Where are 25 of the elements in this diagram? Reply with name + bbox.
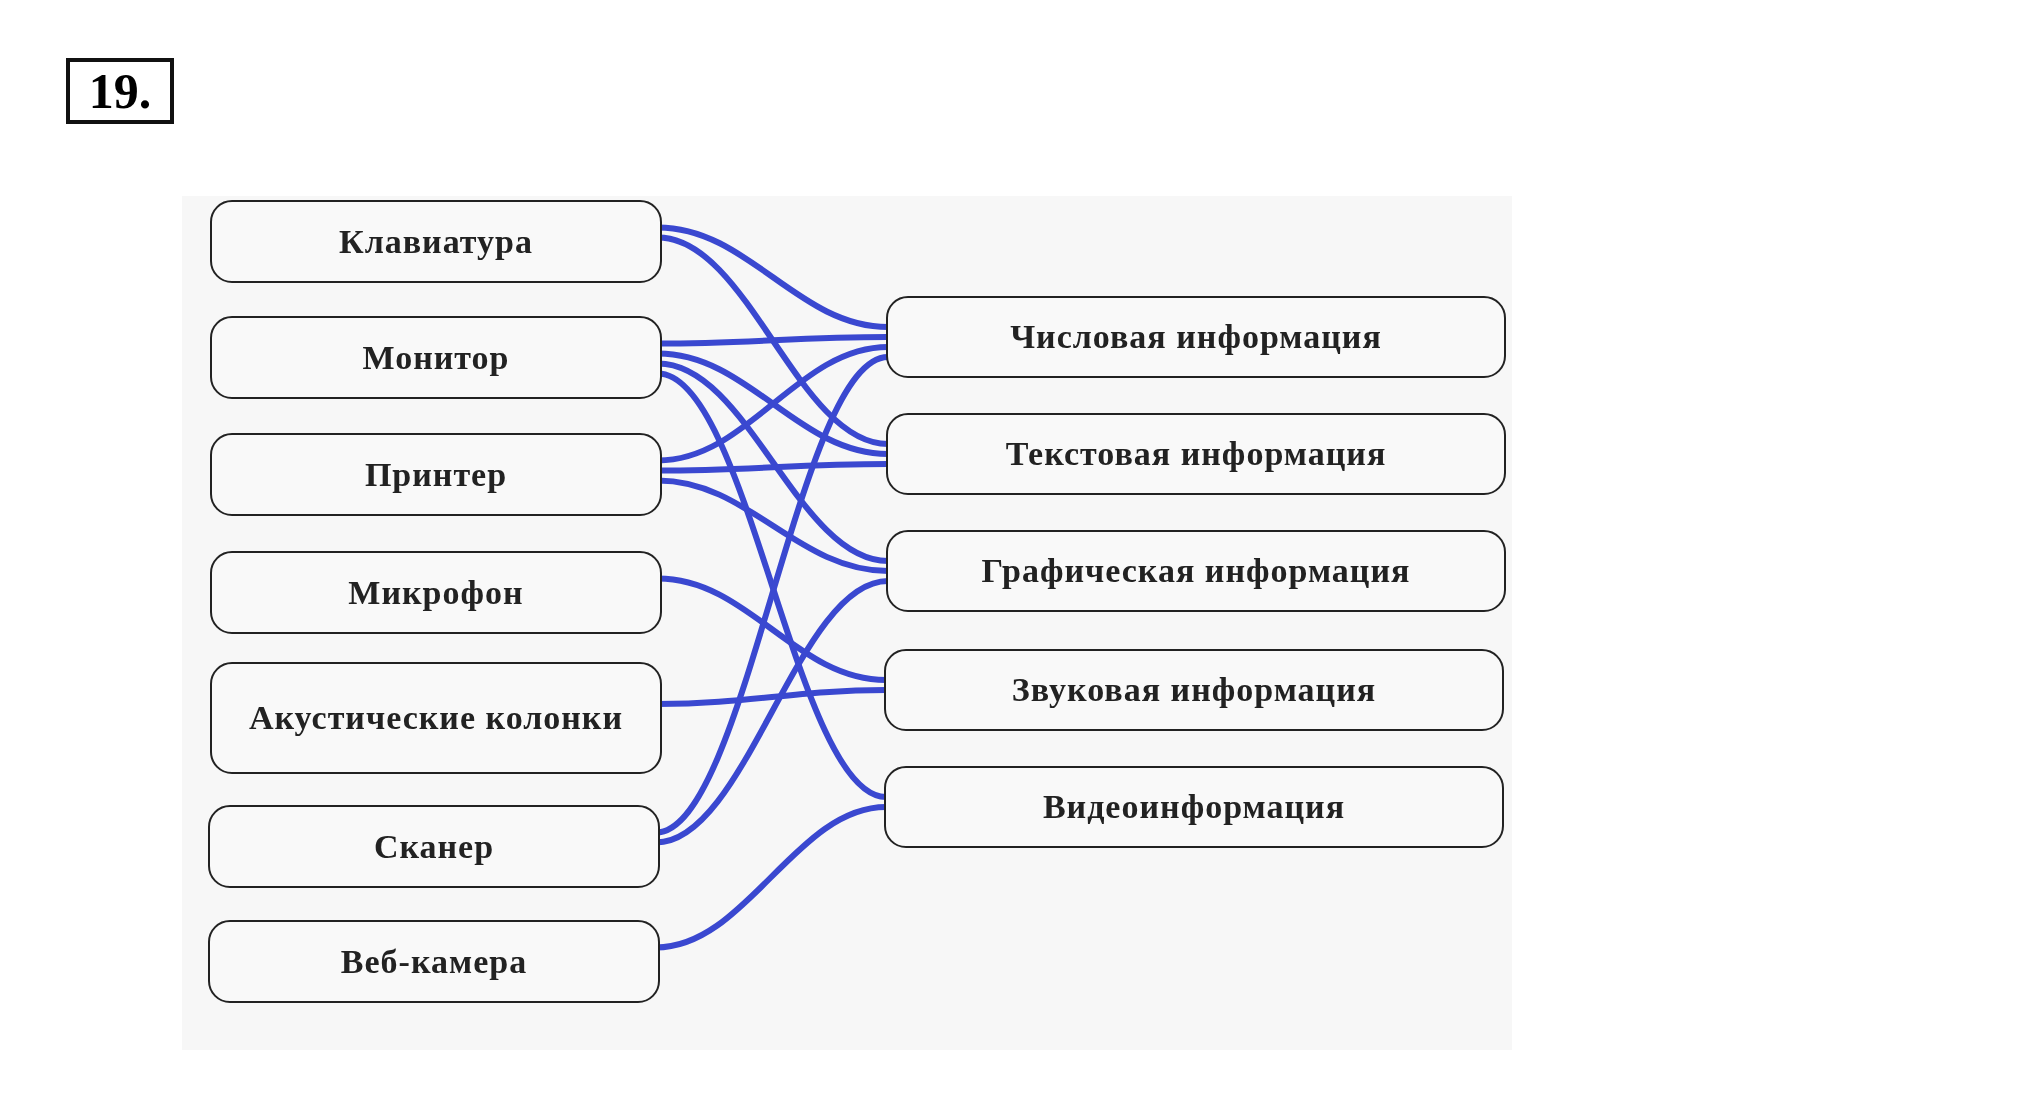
box-label: Числовая информация: [1010, 320, 1382, 354]
box-label: Видеоинформация: [1042, 790, 1346, 824]
device-box: [210, 551, 662, 634]
device-box: [210, 316, 662, 399]
information-type-box: [886, 413, 1506, 495]
box-label: Принтер: [364, 457, 508, 492]
exercise-number: 19.: [66, 58, 174, 124]
box-label: Веб-камера: [340, 944, 528, 979]
box-label: Микрофон: [348, 575, 524, 610]
box-label: Текстовая информация: [1005, 437, 1387, 471]
box-label: Звуковая информация: [1011, 673, 1377, 707]
information-type-box: [886, 296, 1506, 378]
information-type-box: [886, 530, 1506, 612]
box-label: Клавиатура: [339, 224, 533, 259]
device-box: [210, 662, 662, 774]
device-box: [210, 433, 662, 516]
box-label: Монитор: [362, 340, 510, 375]
information-type-box: [884, 766, 1504, 848]
box-label: Акустические колонки: [248, 701, 624, 735]
device-box: [210, 200, 662, 283]
box-label: Сканер: [373, 829, 495, 864]
device-box: [208, 920, 660, 1003]
box-label: Графическая информация: [981, 554, 1411, 588]
device-box: [208, 805, 660, 888]
information-type-box: [884, 649, 1504, 731]
